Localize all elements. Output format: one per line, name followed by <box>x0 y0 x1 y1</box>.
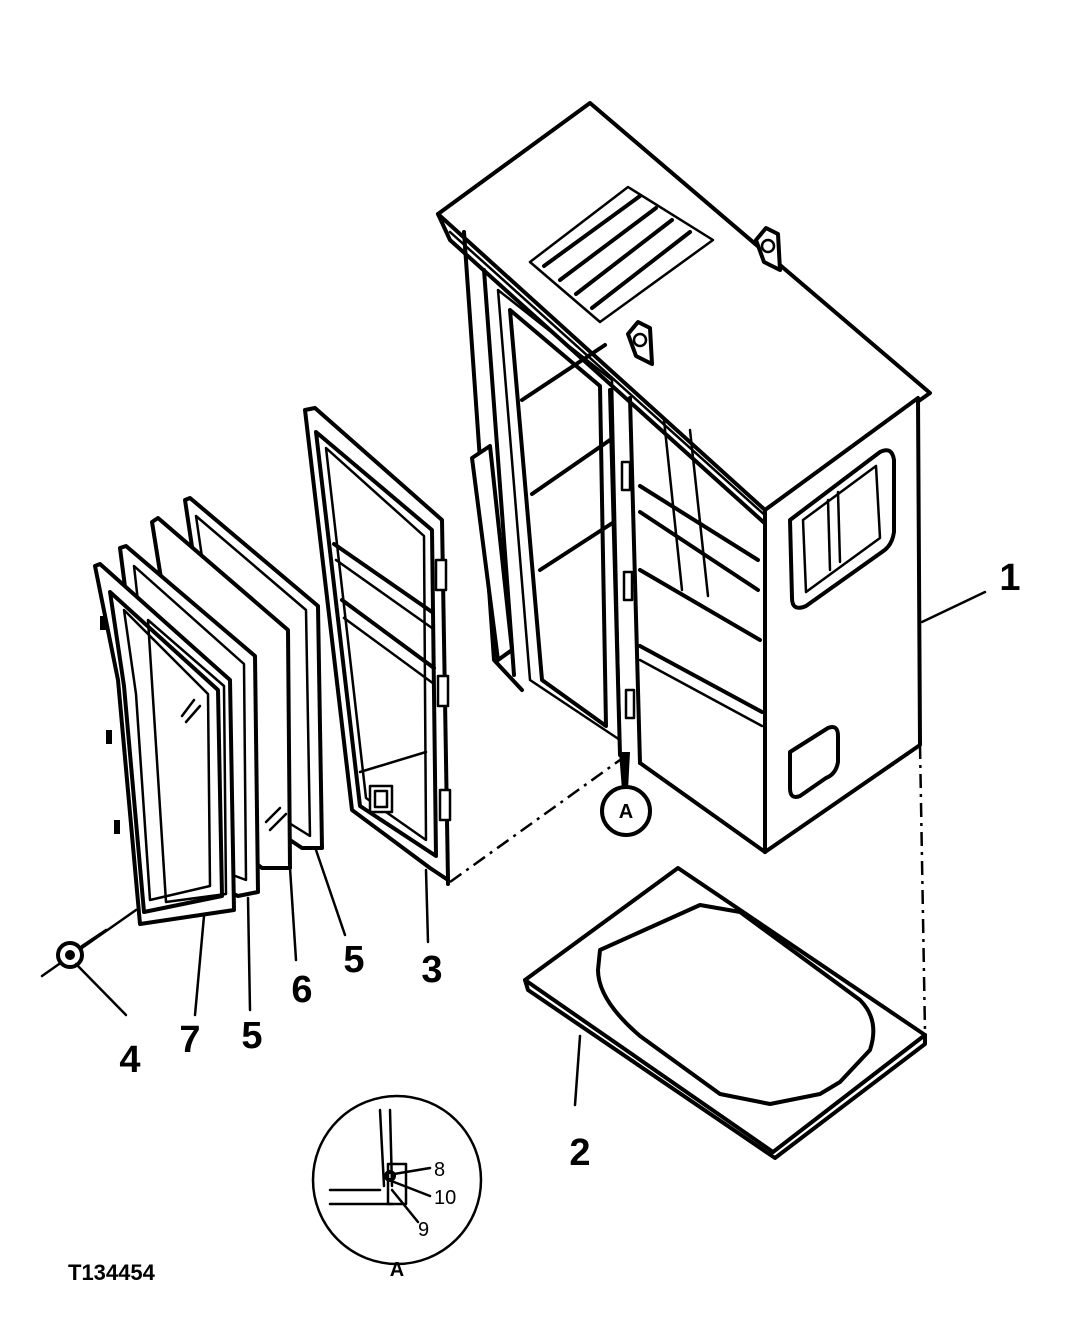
detail-a-label: A <box>390 1259 404 1281</box>
door-frame <box>303 406 452 944</box>
grab-handle <box>470 444 514 662</box>
side-window <box>788 448 896 610</box>
detail-callout-10: 10 <box>434 1187 456 1209</box>
callout-3: 3 <box>421 949 442 991</box>
callout-1: 1 <box>999 557 1020 599</box>
callout-6: 6 <box>291 969 312 1011</box>
lifting-eye <box>626 320 654 366</box>
callout-4: 4 <box>119 1039 140 1081</box>
cab-assembly <box>436 101 987 854</box>
callout-5b: 5 <box>241 1015 262 1057</box>
roof-vent-grille <box>528 185 715 324</box>
detail-a-marker-label: A <box>619 801 633 823</box>
screw <box>40 908 138 1017</box>
figure-id: T134454 <box>68 1260 156 1285</box>
side-vent <box>788 725 840 799</box>
callout-7: 7 <box>179 1019 200 1061</box>
detail-callout-9: 9 <box>418 1219 429 1241</box>
lifting-eye <box>754 226 782 272</box>
callout-2: 2 <box>569 1132 590 1174</box>
callout-5a: 5 <box>343 939 364 981</box>
detail-a-marker <box>600 785 652 837</box>
detail-callout-8: 8 <box>434 1159 445 1181</box>
detail-a-inset <box>311 1094 483 1266</box>
floor-mat <box>523 866 927 1160</box>
glass-retainer-frame <box>93 562 236 1017</box>
